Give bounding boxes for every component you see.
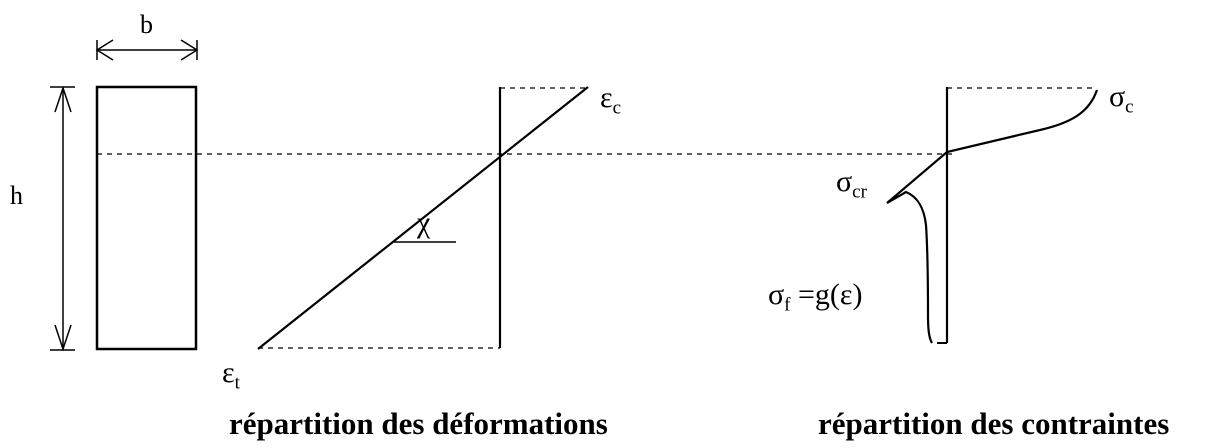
height-label: h bbox=[10, 181, 23, 210]
strain-profile-line bbox=[257, 86, 589, 350]
curvature-label: χ bbox=[417, 206, 431, 239]
cross-section-rect bbox=[95, 85, 198, 351]
width-label: b bbox=[140, 10, 153, 39]
stress-compression-label: σc bbox=[1109, 80, 1134, 118]
strain-distribution bbox=[257, 86, 589, 350]
stress-fiber-label: σf =g(ε) bbox=[768, 278, 863, 316]
strain-compression-label: εc bbox=[600, 81, 622, 119]
stress-profile-curve bbox=[886, 89, 1099, 344]
strain-distribution-caption: répartition des déformations bbox=[229, 406, 608, 441]
width-dimension-arrow bbox=[95, 39, 199, 61]
stress-cracking-label: σcr bbox=[836, 165, 867, 203]
height-dimension-arrow bbox=[50, 85, 75, 352]
strain-tension-label: εt bbox=[222, 356, 240, 394]
stress-distribution-caption: répartition des contraintes bbox=[818, 406, 1170, 441]
stress-distribution bbox=[886, 87, 1099, 344]
